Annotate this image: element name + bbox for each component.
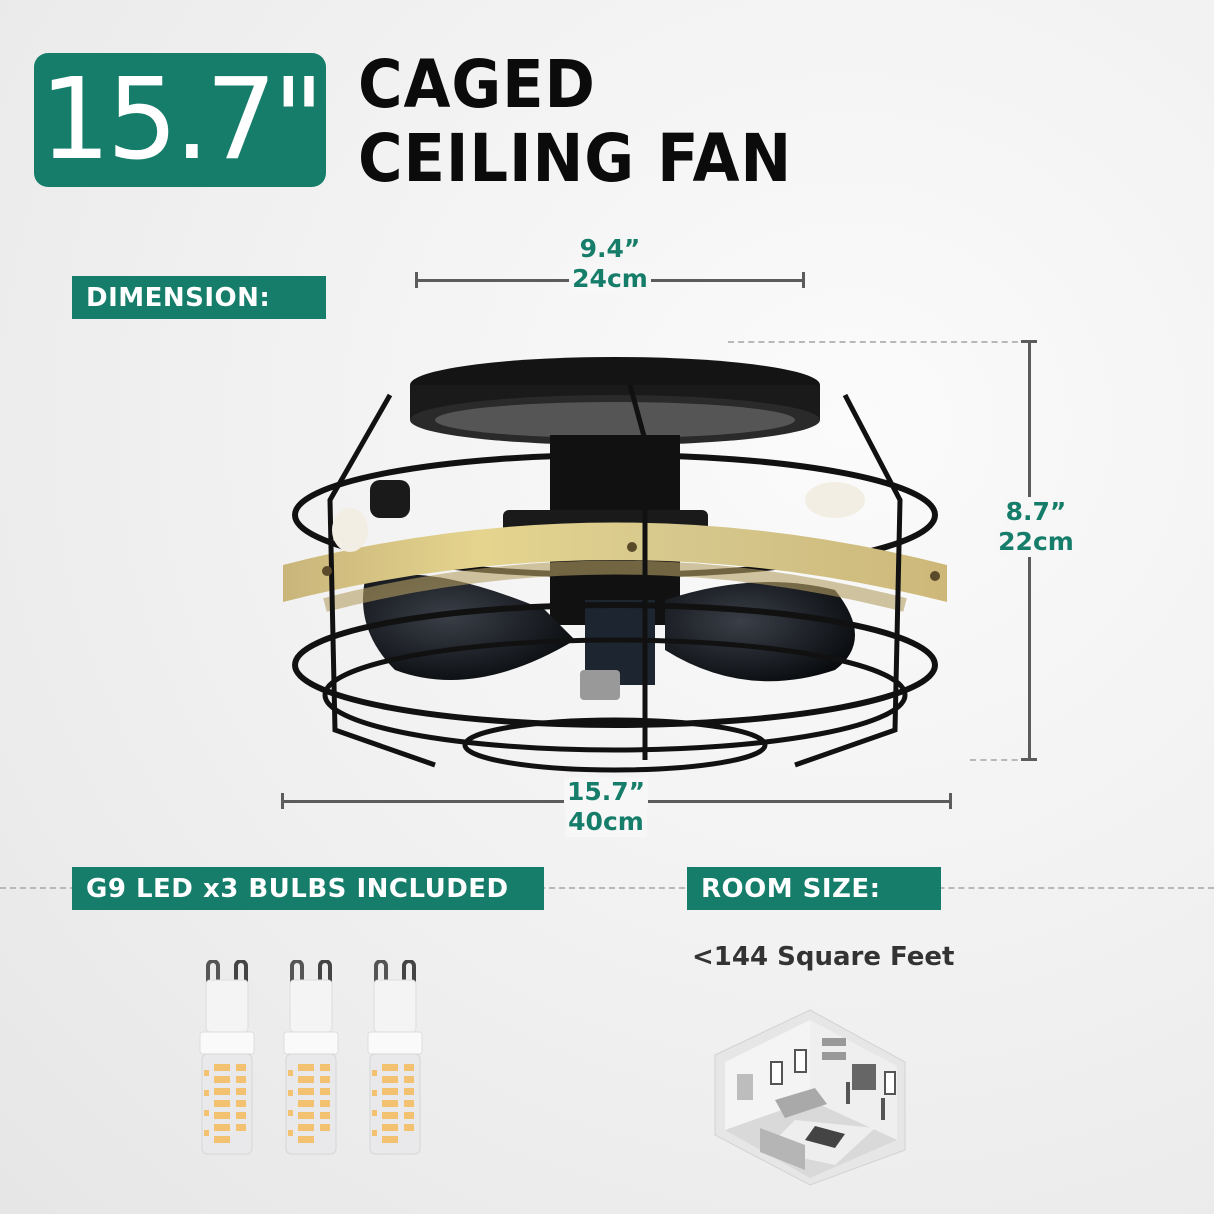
height-cap-top (1021, 340, 1037, 343)
height-cm: 22cm (995, 527, 1077, 557)
top-width-cap-right (802, 272, 805, 288)
section-divider (0, 887, 1214, 889)
bulbs-included-label: G9 LED x3 BULBS INCLUDED (72, 867, 544, 910)
top-width-cap-left (415, 272, 418, 288)
height-measure: 8.7” 22cm (990, 497, 1082, 557)
height-guide-bottom (970, 759, 1028, 761)
living-room-illustration (714, 1009, 906, 1186)
g9-led-bulb-icon (283, 960, 339, 1155)
height-cap-bottom (1021, 758, 1037, 761)
g9-led-bulb-icon (199, 960, 255, 1155)
bottom-width-cm: 40cm (565, 807, 647, 837)
g9-led-bulb-icon (367, 960, 423, 1155)
height-guide-top (728, 341, 1028, 343)
top-width-measure: 9.4” 24cm (545, 234, 675, 294)
caged-ceiling-fan-image (283, 357, 947, 773)
size-badge: 15.7" (34, 53, 326, 187)
room-size-text: <144 Square Feet (692, 942, 955, 972)
top-width-inches: 9.4” (579, 234, 641, 263)
bulbs-group (198, 960, 424, 1160)
product-title: CAGED CEILING FAN (358, 48, 830, 196)
bottom-width-inches: 15.7” (563, 777, 649, 807)
bottom-width-cap-right (949, 793, 952, 809)
title-line-2: CEILING FAN (358, 120, 793, 197)
bottom-width-measure: 15.7” 40cm (556, 777, 656, 837)
height-inches: 8.7” (1002, 497, 1070, 527)
room-size-label: ROOM SIZE: (687, 867, 941, 910)
top-width-cm: 24cm (569, 264, 651, 294)
bottom-width-cap-left (281, 793, 284, 809)
title-line-1: CAGED (358, 46, 596, 123)
dimension-label: DIMENSION: (72, 276, 326, 319)
